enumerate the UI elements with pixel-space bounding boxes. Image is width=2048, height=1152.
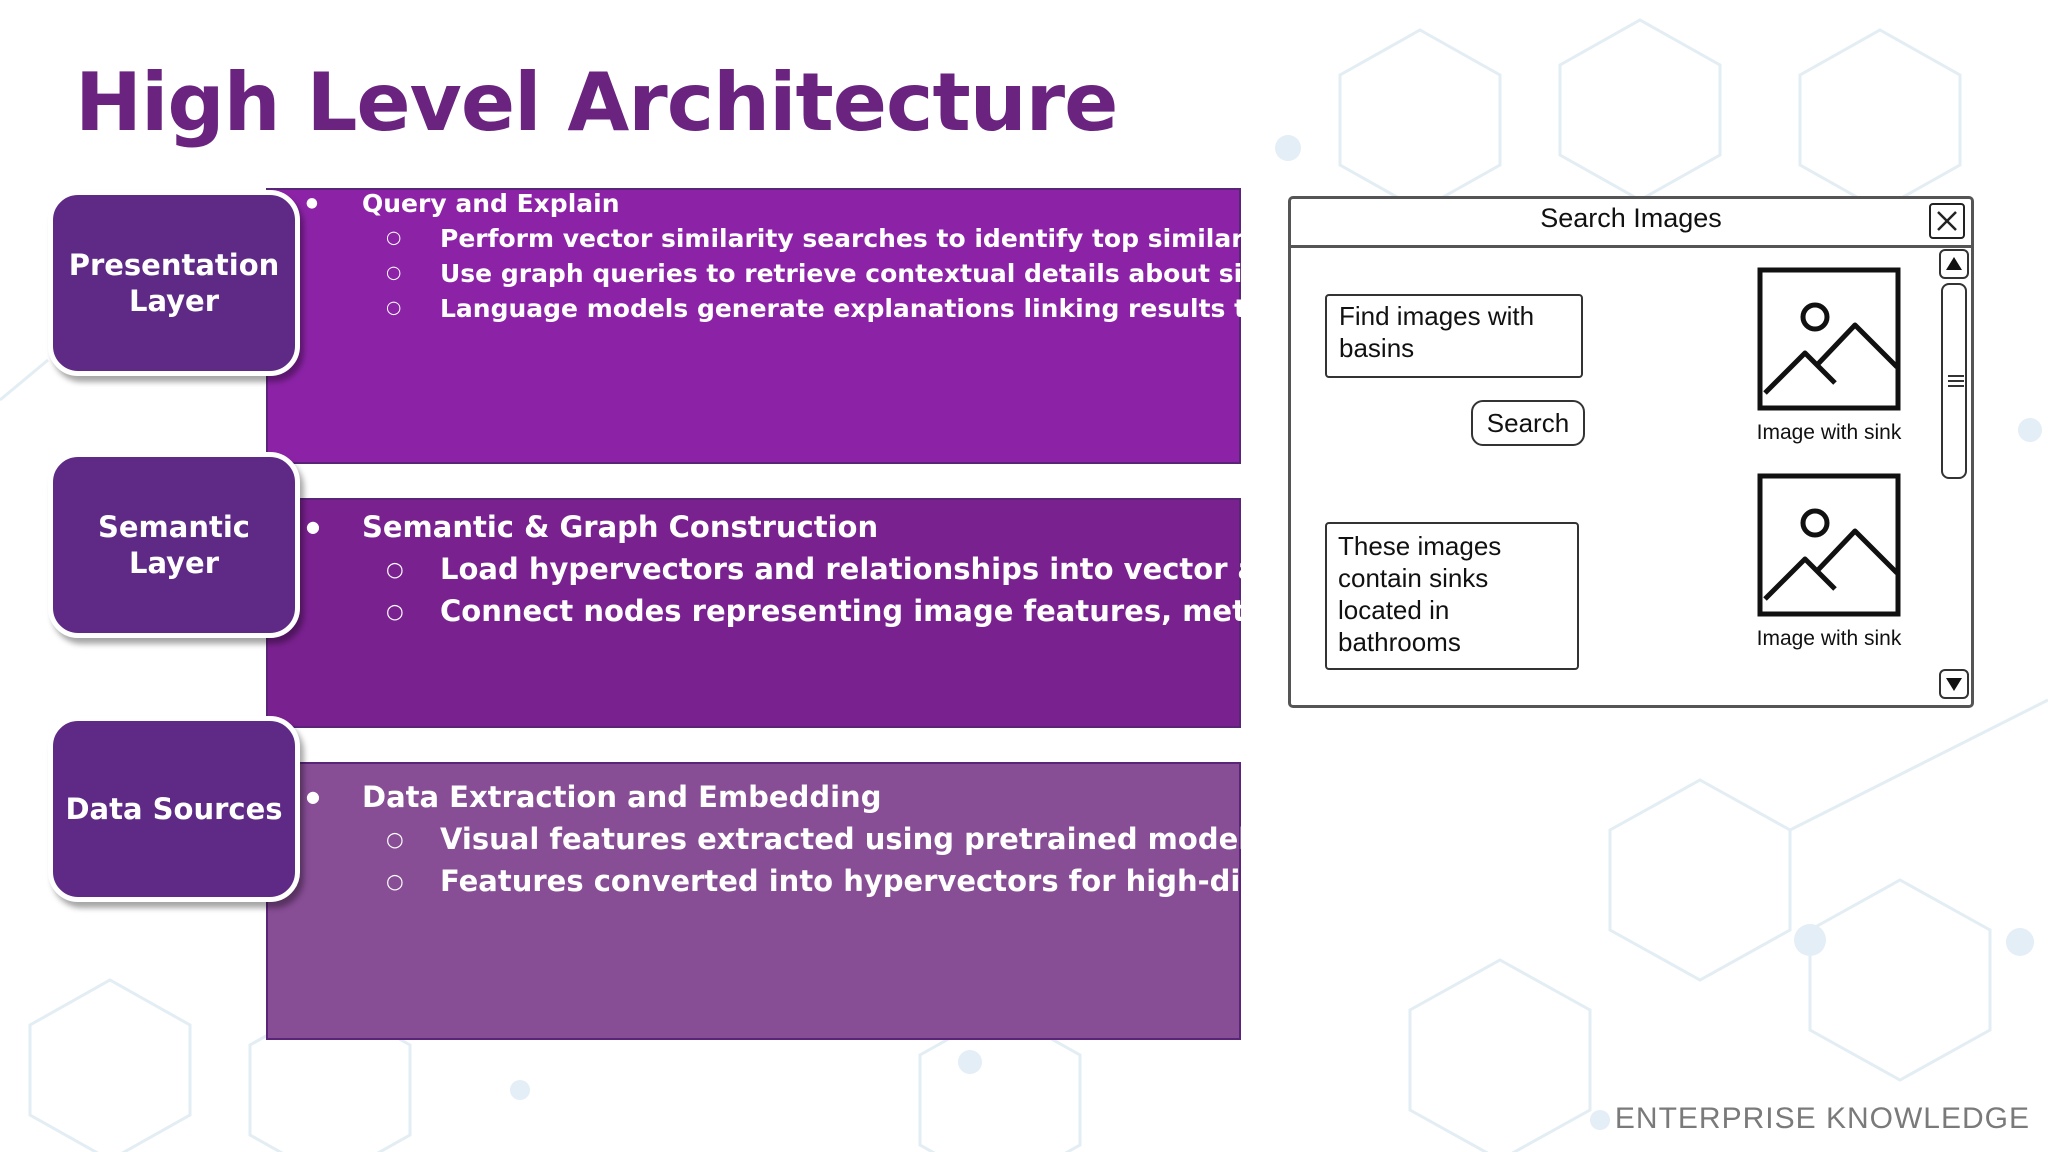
vertical-scrollbar[interactable] — [1939, 247, 1969, 705]
image-placeholder-icon[interactable] — [1757, 473, 1901, 617]
presentation-heading: Query and Explain — [306, 186, 2032, 221]
presentation-layer-label: Presentation Layer — [48, 190, 300, 376]
arrow-down-icon — [1946, 678, 1962, 691]
image-placeholder-icon[interactable] — [1757, 267, 1901, 411]
close-button[interactable] — [1929, 203, 1965, 239]
presentation-layer-bullets: Query and Explain Perform vector similar… — [306, 186, 2032, 326]
data-heading: Data Extraction and Embedding — [306, 776, 2032, 818]
arrow-up-icon — [1946, 257, 1962, 270]
scroll-thumb[interactable] — [1941, 283, 1967, 479]
presentation-item: Use graph queries to retrieve contextual… — [306, 256, 2032, 291]
semantic-layer-bullets: Semantic & Graph Construction Load hyper… — [306, 506, 2032, 632]
presentation-item: Language models generate explanations li… — [306, 291, 2032, 326]
data-sources-label: Data Sources — [48, 716, 300, 902]
search-button[interactable]: Search — [1471, 400, 1585, 446]
window-title: Search Images — [1540, 203, 1722, 233]
window-titlebar: Search Images — [1291, 199, 1971, 248]
footer-brand: ENTERPRISE KNOWLEDGE — [1614, 1102, 2030, 1135]
semantic-heading: Semantic & Graph Construction — [306, 506, 2032, 548]
data-item: Visual features extracted using pretrain… — [306, 818, 2032, 860]
presentation-item: Perform vector similarity searches to id… — [306, 221, 2032, 256]
semantic-layer-label: Semantic Layer — [48, 452, 300, 638]
image-caption: Image with sink — [1756, 421, 1902, 444]
data-item: Features converted into hypervectors for… — [306, 860, 2032, 902]
search-images-window: Search Images Find images with basins Se… — [1288, 196, 1974, 708]
scroll-up-button[interactable] — [1939, 249, 1969, 279]
scroll-down-button[interactable] — [1939, 669, 1969, 699]
search-query-input[interactable]: Find images with basins — [1325, 294, 1583, 378]
explanation-text-box: These images contain sinks located in ba… — [1325, 522, 1579, 670]
data-sources-bullets: Data Extraction and Embedding Visual fea… — [306, 776, 2032, 902]
grip-lines-icon — [1948, 375, 1964, 387]
page-title: High Level Architecture — [75, 56, 1118, 149]
image-caption: Image with sink — [1756, 627, 1902, 650]
close-icon — [1937, 211, 1957, 231]
